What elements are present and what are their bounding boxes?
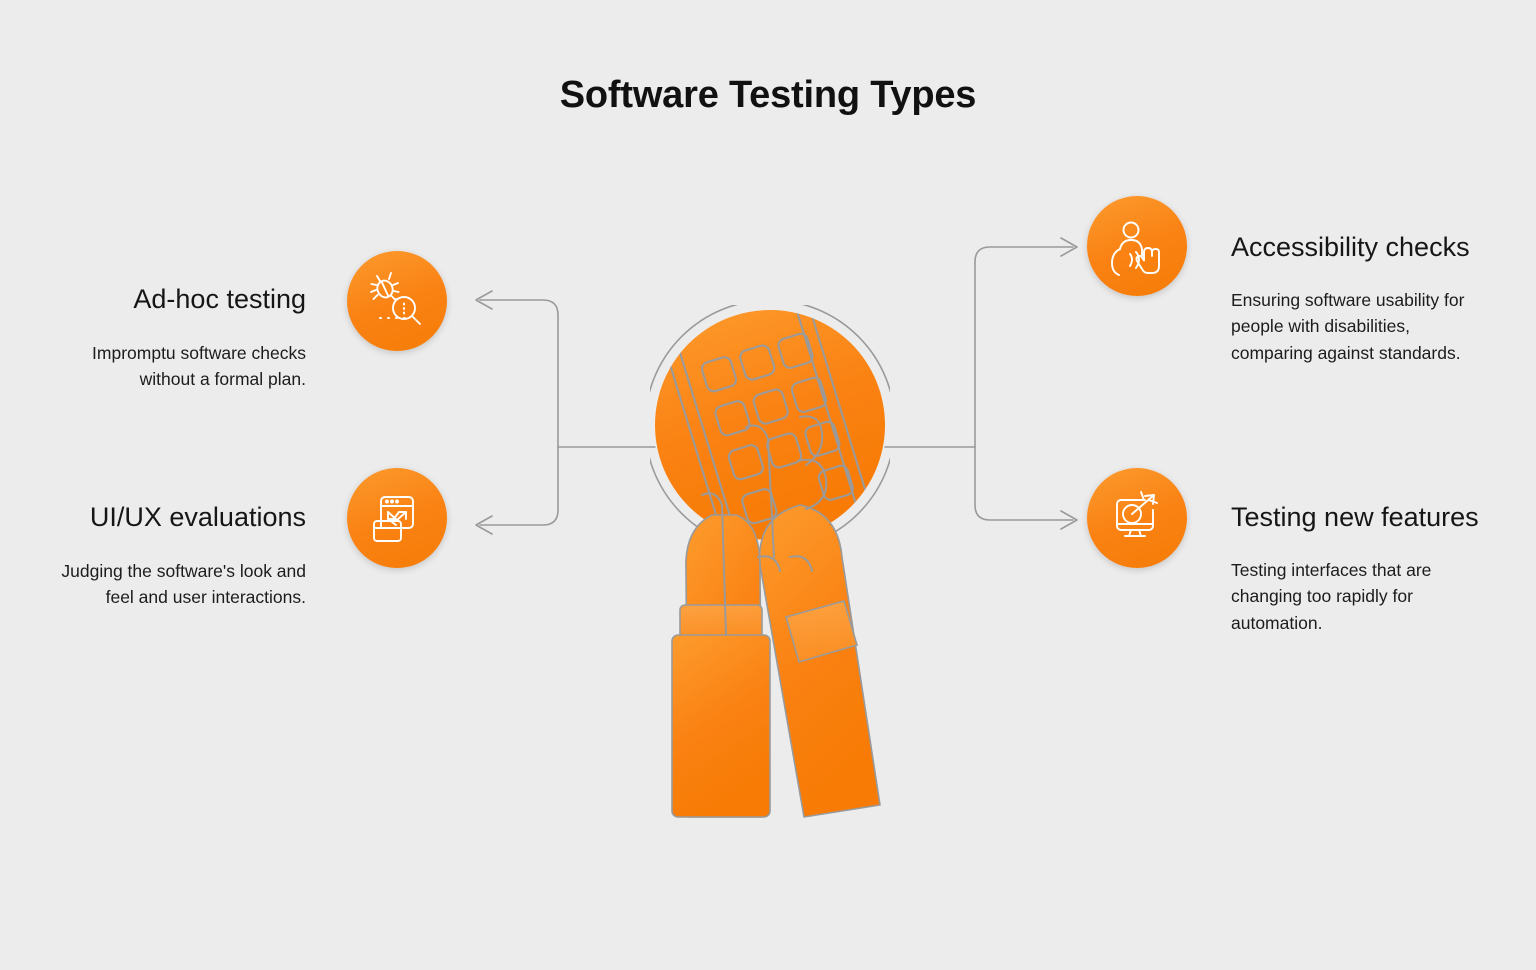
icon-bubble-adhoc[interactable] — [347, 251, 447, 351]
item-heading-accessibility: Accessibility checks — [1231, 232, 1470, 262]
item-body-accessibility: Ensuring software usability for people w… — [1231, 289, 1465, 363]
arrowhead-left-lower — [475, 515, 493, 535]
connector-right-lower — [974, 446, 1074, 521]
connector-left-lower — [479, 446, 559, 526]
item-heading-new-features: Testing new features — [1231, 502, 1479, 532]
person-sign-language-icon — [1111, 221, 1160, 276]
monitor-target-arrow-icon — [1116, 491, 1158, 537]
fingers-lineart — [701, 415, 828, 636]
browser-window-resize-icon — [373, 496, 414, 542]
arrowhead-right-upper — [1060, 237, 1078, 257]
right-arm — [758, 504, 881, 818]
item-block-new-features: Testing new features Testing interfaces … — [1231, 500, 1493, 636]
connector-left-upper — [479, 299, 559, 448]
item-block-adhoc: Ad-hoc testing Impromptu software checks… — [40, 282, 306, 393]
item-block-accessibility: Accessibility checks Ensuring software u… — [1231, 230, 1493, 366]
item-body-new-features: Testing interfaces that are changing too… — [1231, 559, 1432, 633]
icon-bubble-uiux[interactable] — [347, 468, 447, 568]
bug-magnifier-icon — [370, 272, 421, 325]
item-body-uiux: Judging the software's look and feel and… — [61, 560, 306, 608]
arrowhead-left-upper — [475, 290, 493, 310]
icon-bubble-accessibility[interactable] — [1087, 196, 1187, 296]
connector-right-upper — [974, 246, 1074, 448]
item-block-uiux: UI/UX evaluations Judging the software's… — [40, 500, 306, 611]
item-heading-uiux: UI/UX evaluations — [89, 502, 306, 532]
icon-bubble-new-features[interactable] — [1087, 468, 1187, 568]
item-heading-adhoc: Ad-hoc testing — [133, 284, 306, 314]
arrowhead-right-lower — [1060, 510, 1078, 530]
center-illustration — [650, 305, 890, 818]
left-arm — [671, 514, 771, 818]
item-body-adhoc: Impromptu software checks without a form… — [92, 342, 306, 390]
page-title: Software Testing Types — [559, 74, 977, 116]
